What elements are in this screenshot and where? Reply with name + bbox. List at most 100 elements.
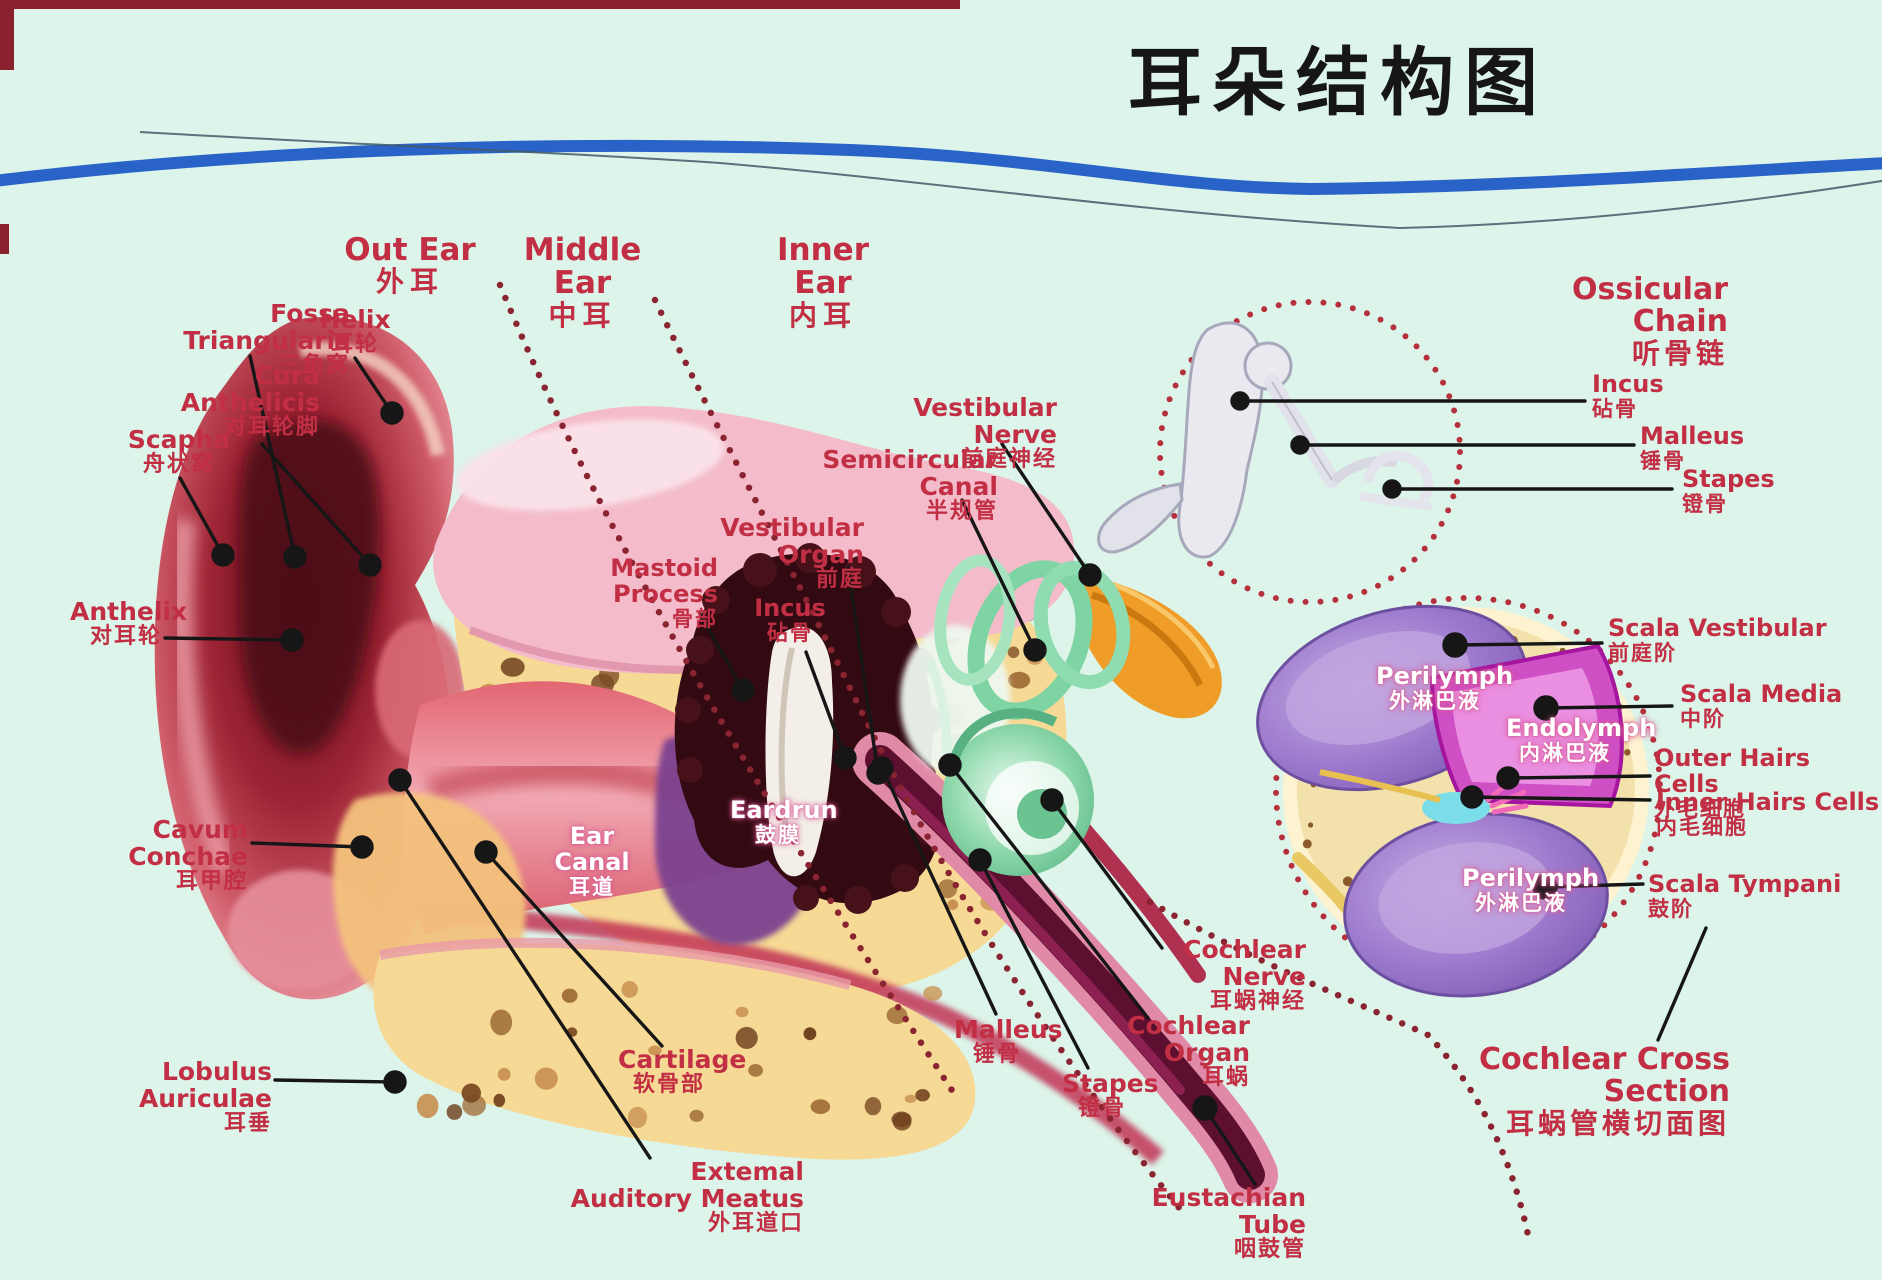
label-vestibular-nerve-en: Vestibular Nerve bbox=[913, 393, 1057, 449]
label-ossicular-malleus-zh: 锤骨 bbox=[1640, 448, 1686, 473]
label-stapes-main-zh: 镫骨 bbox=[1077, 1096, 1126, 1121]
label-ossicular-malleus: Malleus 锤骨 bbox=[1640, 422, 1745, 473]
label-anthelix: Anthelix 对耳轮 bbox=[70, 597, 188, 649]
ossicular-chain-title-zh: 听骨链 bbox=[1631, 336, 1728, 370]
label-scapha-en: Scapha bbox=[127, 425, 231, 454]
label-eardrun-en: Eardrun bbox=[730, 796, 838, 824]
label-anthelix-en: Anthelix bbox=[70, 597, 188, 626]
label-ossicular-incus-en: Incus bbox=[1592, 370, 1664, 398]
label-malleus-main: Malleus 锤骨 bbox=[954, 1015, 1063, 1067]
label-vestibular-organ-en: Vestibular Organ bbox=[720, 513, 864, 569]
label-perilymph-bottom-zh: 外淋巴液 bbox=[1475, 890, 1567, 915]
label-incus-main-en: Incus bbox=[754, 594, 826, 622]
label-cura-en: Cura Anthelicis bbox=[180, 361, 320, 417]
label-semicircular-canal-zh: 半规管 bbox=[925, 499, 998, 524]
label-helix-en: Helix bbox=[319, 305, 391, 334]
section-header-middle-ear: Middle Ear 中耳 bbox=[500, 232, 665, 332]
label-fossa-zh: 三角窝 bbox=[277, 353, 350, 378]
label-external-meatus-en: Extemal Auditory Meatus bbox=[570, 1157, 804, 1213]
middle-ear-cavity bbox=[674, 543, 945, 914]
poster-title: 耳朵结构图 bbox=[1128, 40, 1548, 126]
label-vestibular-nerve-zh: 前庭神经 bbox=[960, 447, 1057, 472]
label-cavum-zh: 耳甲腔 bbox=[175, 869, 248, 894]
label-scala-tympani-zh: 鼓阶 bbox=[1648, 896, 1694, 921]
label-eustachian-tube-zh: 咽鼓管 bbox=[1233, 1237, 1306, 1262]
label-fossa-en: Fossa Triangularis bbox=[183, 299, 350, 355]
label-scala-vestibular-en: Scala Vestibular bbox=[1608, 614, 1827, 642]
label-endolymph-zh: 内淋巴液 bbox=[1519, 740, 1611, 765]
label-vestibular-organ-zh: 前庭 bbox=[815, 567, 864, 592]
frame-fragments bbox=[0, 0, 960, 254]
label-anthelix-zh: 对耳轮 bbox=[89, 624, 162, 649]
label-scala-tympani: Scala Tympani 鼓阶 bbox=[1648, 870, 1842, 921]
label-perilymph-top: Perilymph 外淋巴液 bbox=[1376, 662, 1514, 713]
label-scala-media-zh: 中阶 bbox=[1680, 706, 1726, 731]
bottom-bone bbox=[373, 937, 976, 1160]
label-cartilage-zh: 软骨部 bbox=[632, 1072, 705, 1097]
section-header-inner-ear-zh: 内耳 bbox=[788, 298, 857, 332]
label-cavum-conchae: Cavum Conchae 耳甲腔 bbox=[92, 816, 248, 894]
label-mastoid-zh: 骨部 bbox=[672, 606, 718, 631]
label-inner-hairs-cells: Inner Hairs Cells 内毛细胞 bbox=[1656, 789, 1879, 839]
label-scala-media: Scala Media 中阶 bbox=[1680, 680, 1843, 731]
section-header-middle-ear-en: Middle Ear bbox=[523, 232, 642, 302]
label-helix: Helix 耳轮 bbox=[316, 306, 394, 357]
label-inner-hairs-zh: 内毛细胞 bbox=[1656, 814, 1748, 839]
section-header-inner-ear: Inner Ear 内耳 bbox=[748, 233, 898, 332]
label-endolymph: Endolymph 内淋巴液 bbox=[1506, 714, 1657, 765]
label-perilymph-bottom: Perilymph 外淋巴液 bbox=[1462, 864, 1600, 915]
label-cura-zh: 对耳轮脚 bbox=[223, 415, 320, 440]
label-cochlear-nerve-zh: 耳蜗神经 bbox=[1209, 989, 1306, 1014]
label-scapha-zh: 舟状窝 bbox=[142, 452, 215, 477]
label-lobulus-auriculae: Lobulus Auriculae 耳垂 bbox=[96, 1058, 272, 1136]
label-outer-hairs-cells: Outer Hairs Cells 外毛细胞 bbox=[1654, 745, 1882, 820]
leader-lines bbox=[163, 354, 1708, 1186]
ossicular-chain-inset bbox=[1097, 299, 1463, 605]
label-cochlear-organ-zh: 耳蜗 bbox=[1201, 1065, 1250, 1090]
label-scala-tympani-en: Scala Tympani bbox=[1648, 870, 1842, 898]
cross-section-title: Cochlear Cross Section 耳蜗管横切面图 bbox=[1382, 1042, 1730, 1140]
cross-section-title-zh: 耳蜗管横切面图 bbox=[1505, 1106, 1730, 1140]
label-vestibular-organ: Vestibular Organ 前庭 bbox=[704, 514, 864, 592]
label-lobulus-zh: 耳垂 bbox=[223, 1111, 272, 1136]
label-incus-main-zh: 砧骨 bbox=[767, 620, 813, 645]
label-eustachian-tube-en: Eustachian Tube bbox=[1151, 1183, 1306, 1239]
label-ossicular-malleus-en: Malleus bbox=[1640, 422, 1745, 450]
label-mastoid-process: Mastoid Process 骨部 bbox=[560, 554, 718, 631]
ossicular-chain-title: Ossicular Chain 听骨链 bbox=[1496, 272, 1728, 370]
label-cochlear-nerve-en: Cochlear Nerve bbox=[1183, 935, 1306, 991]
orange-ligament bbox=[1075, 575, 1222, 719]
section-divider-dotted-lines bbox=[496, 281, 1532, 1239]
label-external-auditory-meatus: Extemal Auditory Meatus 外耳道口 bbox=[562, 1158, 804, 1236]
label-semicircular-canal-en: Semicircular Canal bbox=[822, 445, 998, 501]
label-perilymph-bottom-en: Perilymph bbox=[1462, 864, 1600, 892]
label-endolymph-en: Endolymph bbox=[1506, 714, 1657, 742]
label-cura-anthelicis: Cura Anthelicis 对耳轮脚 bbox=[108, 362, 320, 440]
label-ear-canal-en: Ear Canal bbox=[554, 822, 630, 876]
label-ossicular-incus: Incus 砧骨 bbox=[1592, 370, 1664, 421]
label-external-meatus-zh: 外耳道口 bbox=[707, 1211, 804, 1236]
label-scala-media-en: Scala Media bbox=[1680, 680, 1843, 708]
label-scala-vestibular: Scala Vestibular 前庭阶 bbox=[1608, 614, 1827, 665]
label-eustachian-tube: Eustachian Tube 咽鼓管 bbox=[1146, 1184, 1306, 1262]
label-perilymph-top-zh: 外淋巴液 bbox=[1389, 688, 1481, 713]
label-ear-canal-zh: 耳道 bbox=[569, 874, 615, 899]
label-eardrun: Eardrun 鼓膜 bbox=[730, 796, 838, 847]
ossicular-chain-title-en: Ossicular Chain bbox=[1572, 272, 1728, 340]
top-ribbon bbox=[0, 131, 1882, 230]
section-header-out-ear-zh: 外耳 bbox=[375, 265, 444, 299]
label-cartilage-en: Cartilage bbox=[618, 1045, 747, 1074]
label-perilymph-top-en: Perilymph bbox=[1376, 662, 1514, 690]
label-malleus-main-en: Malleus bbox=[954, 1015, 1063, 1044]
label-ossicular-stapes-en: Stapes bbox=[1682, 465, 1775, 493]
label-fossa-triangularis: Fossa Triangularis 三角窝 bbox=[100, 300, 350, 378]
label-semicircular-canal: Semicircular Canal 半规管 bbox=[776, 446, 998, 524]
label-incus-main: Incus 砧骨 bbox=[752, 594, 828, 645]
cross-section-title-en: Cochlear Cross Section bbox=[1478, 1042, 1730, 1110]
label-ossicular-incus-zh: 砧骨 bbox=[1592, 396, 1638, 421]
label-cavum-en: Cavum Conchae bbox=[128, 815, 248, 871]
section-header-middle-ear-zh: 中耳 bbox=[548, 298, 617, 332]
label-mastoid-en: Mastoid Process bbox=[610, 554, 718, 608]
